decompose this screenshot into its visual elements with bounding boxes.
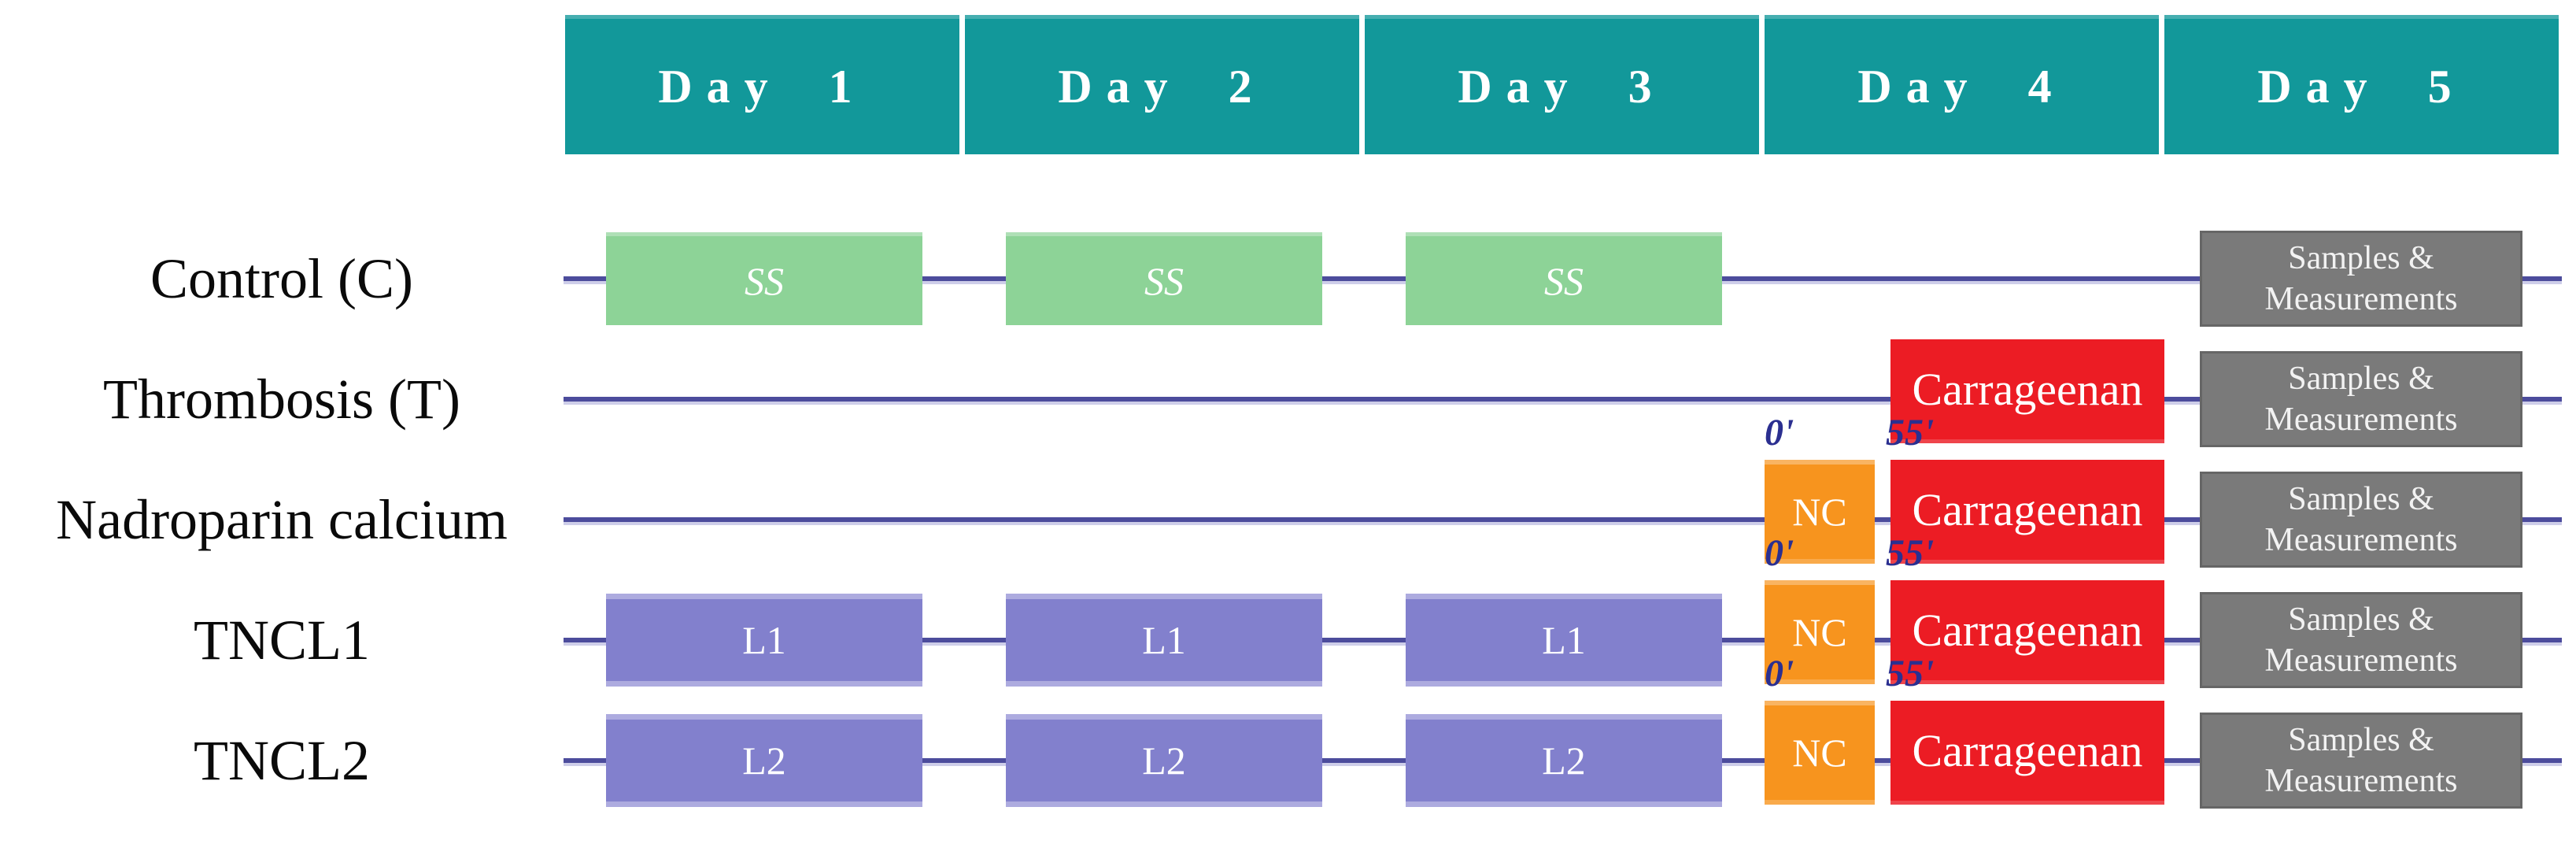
day-header-label: Day 1 [658, 60, 867, 113]
day-header-cell-2: Day 2 [965, 15, 1359, 154]
samples-measurements-line1: Samples & [2288, 480, 2434, 517]
time-mark-injection: 55' [1886, 532, 1935, 574]
carrageenan-box: Carrageenan [1890, 580, 2164, 684]
nc-box-label: NC [1792, 490, 1847, 534]
timeline-line-nadroparin-calcium [564, 517, 2562, 525]
l2-box-label: L2 [1542, 738, 1586, 783]
samples-measurements-line2: Measurements [2264, 642, 2458, 679]
samples-measurements-box: Samples & Measurements [2200, 713, 2522, 809]
samples-measurements-box: Samples & Measurements [2200, 231, 2522, 327]
day-header-label: Day 5 [2257, 60, 2466, 113]
ss-box: SS [1406, 232, 1722, 325]
day-header-label: Day 3 [1458, 60, 1666, 113]
row-label-control-c: Control (C) [150, 246, 413, 310]
day-header-label: Day 4 [1857, 60, 2066, 113]
day-header-cell-3: Day 3 [1365, 15, 1759, 154]
time-mark-start: 0' [1765, 412, 1794, 453]
l1-box-label: L1 [742, 618, 786, 662]
ss-box-label: SS [1544, 258, 1584, 303]
carrageenan-box-label: Carrageenan [1912, 725, 2143, 776]
samples-measurements-line1: Samples & [2288, 721, 2434, 758]
row-label-tncl2: TNCL2 [194, 728, 370, 792]
l1-box: L1 [1406, 594, 1722, 687]
l2-box: L2 [1006, 714, 1322, 807]
l1-box-label: L1 [1542, 618, 1586, 662]
l2-box: L2 [606, 714, 922, 807]
day-header-cell-4: Day 4 [1765, 15, 2159, 154]
nc-box: NC [1765, 701, 1875, 805]
day-header-cell-1: Day 1 [565, 15, 959, 154]
nc-box: NC [1765, 460, 1875, 564]
ss-box-label: SS [745, 258, 784, 303]
nc-box: NC [1765, 580, 1875, 684]
l1-box: L1 [606, 594, 922, 687]
time-mark-start: 0' [1765, 532, 1794, 574]
l2-box-label: L2 [1142, 738, 1186, 783]
carrageenan-box-label: Carrageenan [1912, 364, 2143, 415]
samples-measurements-box: Samples & Measurements [2200, 472, 2522, 568]
samples-measurements-line1: Samples & [2288, 601, 2434, 638]
row-label-thrombosis-t: Thrombosis (T) [103, 367, 460, 431]
day-header-cell-5: Day 5 [2164, 15, 2559, 154]
samples-measurements-line1: Samples & [2288, 360, 2434, 397]
carrageenan-box-label: Carrageenan [1912, 484, 2143, 535]
l2-box: L2 [1406, 714, 1722, 807]
timeline-line-thrombosis-t [564, 397, 2562, 405]
samples-measurements-line2: Measurements [2264, 522, 2458, 558]
l2-box-label: L2 [742, 738, 786, 783]
time-mark-start: 0' [1765, 653, 1794, 694]
ss-box-label: SS [1144, 258, 1184, 303]
l1-box: L1 [1006, 594, 1322, 687]
samples-measurements-line1: Samples & [2288, 239, 2434, 276]
samples-measurements-line2: Measurements [2264, 281, 2458, 317]
row-label-tncl1: TNCL1 [194, 608, 370, 672]
samples-measurements-line2: Measurements [2264, 402, 2458, 438]
carrageenan-box: Carrageenan [1890, 701, 2164, 805]
nc-box-label: NC [1792, 731, 1847, 775]
samples-measurements-box: Samples & Measurements [2200, 592, 2522, 688]
carrageenan-box-label: Carrageenan [1912, 605, 2143, 656]
ss-box: SS [606, 232, 922, 325]
time-mark-injection: 55' [1886, 653, 1935, 694]
l1-box-label: L1 [1142, 618, 1186, 662]
carrageenan-box: Carrageenan [1890, 339, 2164, 443]
day-header-label: Day 2 [1058, 60, 1266, 113]
carrageenan-box: Carrageenan [1890, 460, 2164, 564]
nc-box-label: NC [1792, 610, 1847, 654]
samples-measurements-box: Samples & Measurements [2200, 351, 2522, 447]
row-label-nadroparin-calcium: Nadroparin calcium [56, 487, 508, 551]
samples-measurements-line2: Measurements [2264, 763, 2458, 799]
ss-box: SS [1006, 232, 1322, 325]
time-mark-injection: 55' [1886, 412, 1935, 453]
